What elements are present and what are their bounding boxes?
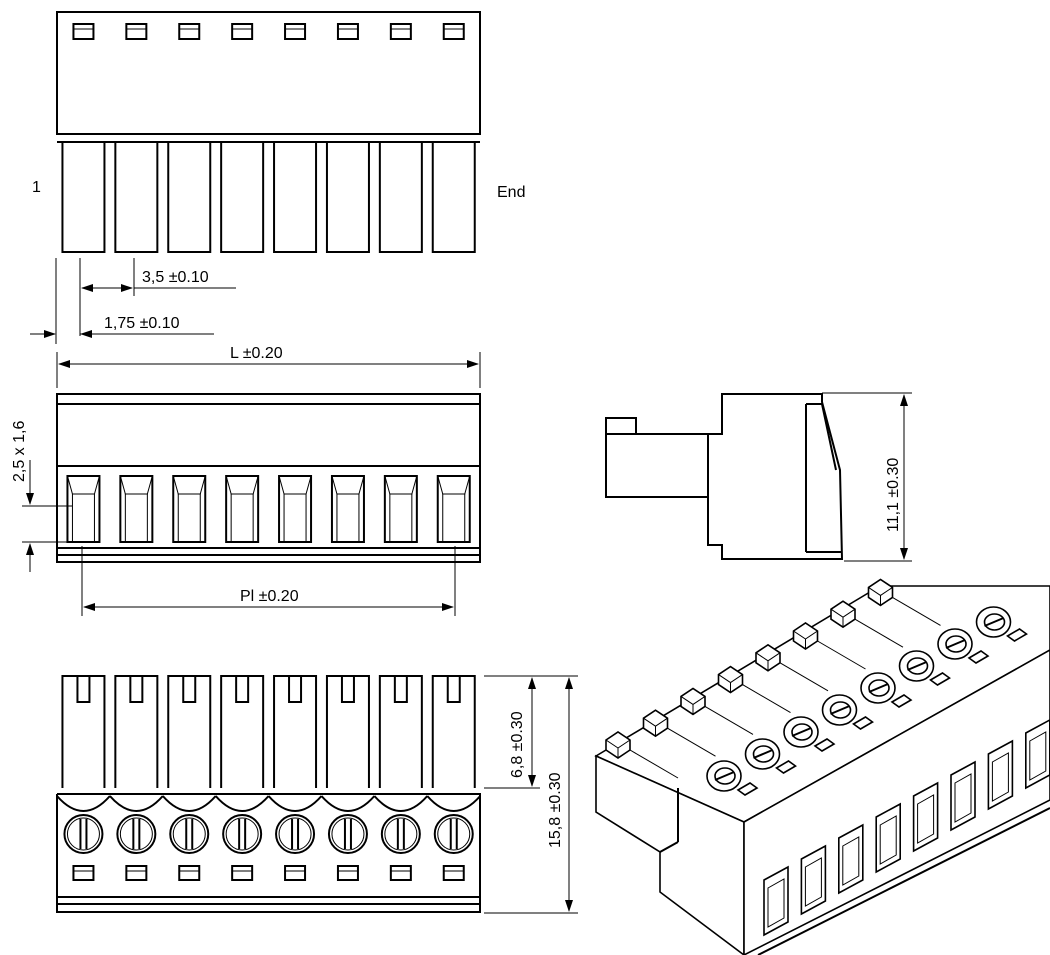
- screw-window: [178, 865, 201, 881]
- screw: [169, 814, 210, 854]
- screw: [327, 814, 368, 854]
- iso-screw-window: [1006, 628, 1028, 642]
- pin-length-dimension: Pl ±0.20: [81, 546, 456, 616]
- top-pin: [378, 141, 423, 253]
- length-dimension: L ±0.20: [56, 345, 481, 388]
- top-slot: [125, 23, 148, 40]
- iso-screw-window: [813, 738, 836, 752]
- top-view: 1 End 3,5 ±0.10 1,75 ±0.10: [30, 11, 525, 344]
- total-height-dimension-text: 15,8 ±0.30: [547, 772, 564, 848]
- screw: [433, 814, 474, 854]
- plug: [61, 675, 106, 788]
- top-slot: [336, 23, 359, 40]
- top-slot: [389, 23, 412, 40]
- edge-offset-dimension-text: 1,75 ±0.10: [104, 315, 180, 332]
- opening-dimension: 2,5 x 1,6: [11, 421, 72, 572]
- screw: [116, 814, 157, 854]
- screw: [380, 814, 421, 854]
- screw-view-plugs: [61, 675, 476, 788]
- iso-wire-entry: [912, 781, 939, 853]
- top-slot: [72, 23, 95, 40]
- screw-window: [389, 865, 412, 881]
- iso-wire-entry: [987, 739, 1014, 811]
- screw-window: [72, 865, 95, 881]
- iso-screw-window: [890, 694, 913, 708]
- screw-view-screws: [63, 814, 474, 854]
- top-pin: [61, 141, 106, 253]
- pin-one-label: 1: [32, 179, 41, 196]
- screw-window: [231, 865, 254, 881]
- plug: [167, 675, 212, 788]
- side-height-dimension: 11,1 ±0.30: [822, 392, 912, 562]
- iso-wire-entries: [763, 718, 1050, 937]
- iso-screw-window: [852, 716, 874, 730]
- top-slot: [442, 23, 465, 40]
- edge-offset-dimension: 1,75 ±0.10: [30, 258, 214, 344]
- screw: [222, 814, 263, 854]
- top-slot: [284, 23, 307, 40]
- front-view-body: [56, 393, 481, 563]
- screw-view-windows: [72, 865, 465, 881]
- pitch-dimension: 3,5 ±0.10: [79, 258, 236, 336]
- opening-dimension-text: 2,5 x 1,6: [11, 421, 28, 482]
- screw-window: [442, 865, 465, 881]
- side-view-latch: [605, 417, 709, 498]
- top-pin: [167, 141, 212, 253]
- top-pin: [273, 141, 318, 253]
- iso-screw-window: [775, 760, 797, 774]
- iso-screw-window: [967, 650, 990, 664]
- pin-length-dimension-text: Pl ±0.20: [240, 588, 299, 605]
- iso-wire-entry: [763, 865, 789, 937]
- plug: [431, 675, 476, 788]
- top-pin: [325, 141, 370, 253]
- screw-window: [336, 865, 359, 881]
- screw: [275, 814, 316, 854]
- plug: [220, 675, 265, 788]
- screw: [63, 814, 104, 854]
- iso-latches: [605, 578, 941, 779]
- side-view: 11,1 ±0.30: [605, 392, 912, 562]
- plug: [273, 675, 318, 788]
- screw-view-body: [56, 794, 481, 913]
- iso-wire-entry: [875, 802, 901, 874]
- top-view-pins: [61, 141, 476, 253]
- top-pin: [220, 141, 265, 253]
- plug-height-dimension-text: 6,8 ±0.30: [509, 711, 526, 778]
- top-view-slots: [72, 23, 465, 40]
- top-slot: [231, 23, 254, 40]
- iso-screws: [706, 606, 1028, 796]
- top-slot: [178, 23, 201, 40]
- front-view: L ±0.20 2,5 x 1,6 Pl ±0.20: [11, 345, 481, 616]
- front-view-openings: [66, 475, 471, 543]
- iso-screw-window: [736, 782, 759, 796]
- plug: [114, 675, 159, 788]
- top-pin: [114, 141, 159, 253]
- iso-wire-entry: [838, 823, 864, 895]
- screw-window: [125, 865, 148, 881]
- isometric-view: [594, 578, 1050, 955]
- top-view-body: [56, 11, 481, 135]
- top-pin: [431, 141, 476, 253]
- side-view-body: [707, 393, 844, 560]
- iso-wire-entry: [800, 844, 827, 916]
- screw-view-scallops: [56, 793, 481, 812]
- height-dimensions: 6,8 ±0.30 15,8 ±0.30: [484, 675, 578, 914]
- iso-screw-window: [929, 672, 951, 686]
- plug: [378, 675, 423, 788]
- length-dimension-text: L ±0.20: [230, 345, 283, 362]
- side-height-dimension-text: 11,1 ±0.30: [885, 458, 902, 532]
- pitch-dimension-text: 3,5 ±0.10: [142, 269, 209, 286]
- iso-wire-entry: [950, 760, 976, 832]
- screw-view: 6,8 ±0.30 15,8 ±0.30: [56, 675, 578, 914]
- screw-window: [284, 865, 307, 881]
- plug: [325, 675, 370, 788]
- pin-end-label: End: [497, 184, 525, 201]
